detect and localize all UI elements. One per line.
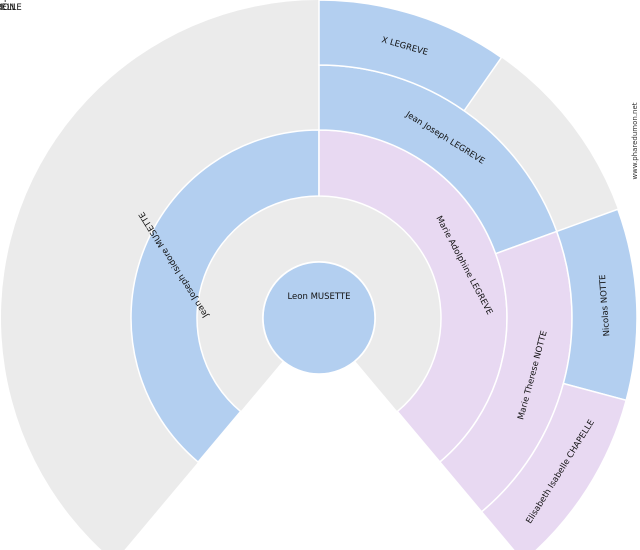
ancestor-name-line: CHAPELLE <box>0 3 22 13</box>
watermark-text: www.pharedumon.net <box>631 102 639 180</box>
ancestor-segment-ggm_chapelle[interactable] <box>480 382 628 550</box>
ancestor-name-line: Marie Claire <box>0 0 25 3</box>
ancestor-name-line: Jean Baptiste <box>0 0 28 3</box>
ancestor-segments <box>130 0 638 550</box>
ancestor-name-gggm_tonon: Marie ClaireTONON <box>0 0 25 13</box>
root-person-name: Leon MUSETTE <box>287 292 350 302</box>
ancestor-segment-ggf_legreve[interactable] <box>318 0 503 112</box>
ancestor-name-line: TONON <box>0 3 16 13</box>
root-person-circle[interactable] <box>262 261 376 375</box>
ancestor-segment-father[interactable] <box>130 129 320 464</box>
ancestor-name-gggf_chapelle: Jean BaptisteCHAPELLE <box>0 0 28 13</box>
watermark: www.pharedumon.net <box>628 95 640 187</box>
ancestor-name-ggf_notte: Nicolas NOTTE <box>598 274 612 336</box>
